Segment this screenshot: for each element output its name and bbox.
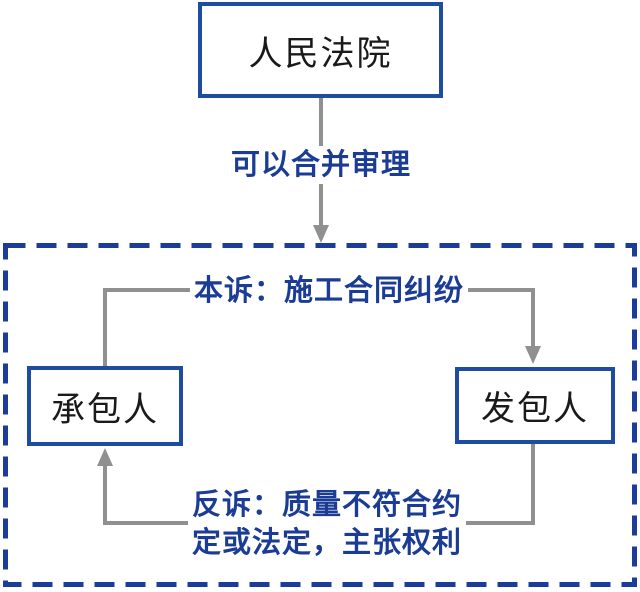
court-node: 人民法院 <box>198 2 443 98</box>
counterclaim-arrowhead-icon <box>97 448 113 466</box>
court-to-group-arrowhead-icon <box>313 225 329 243</box>
employer-node-label: 发包人 <box>481 390 589 428</box>
joint-trial-label: 可以合并审理 <box>226 146 416 184</box>
main-suit-arrowhead-icon <box>525 346 541 364</box>
counterclaim-label-line1: 反诉：质量不符合约 <box>191 489 463 521</box>
counterclaim-label-line2: 定或法定，主张权利 <box>191 527 463 559</box>
court-node-label: 人民法院 <box>248 34 393 73</box>
employer-node: 发包人 <box>455 367 615 444</box>
contractor-node: 承包人 <box>27 366 183 446</box>
joint-trial-dashed-boundary <box>3 243 637 587</box>
main-suit-label: 本诉：施工合同纠纷 <box>189 272 469 310</box>
contractor-node-label: 承包人 <box>51 390 159 429</box>
counterclaim-label: 反诉：质量不符合约 定或法定，主张权利 <box>187 486 467 562</box>
